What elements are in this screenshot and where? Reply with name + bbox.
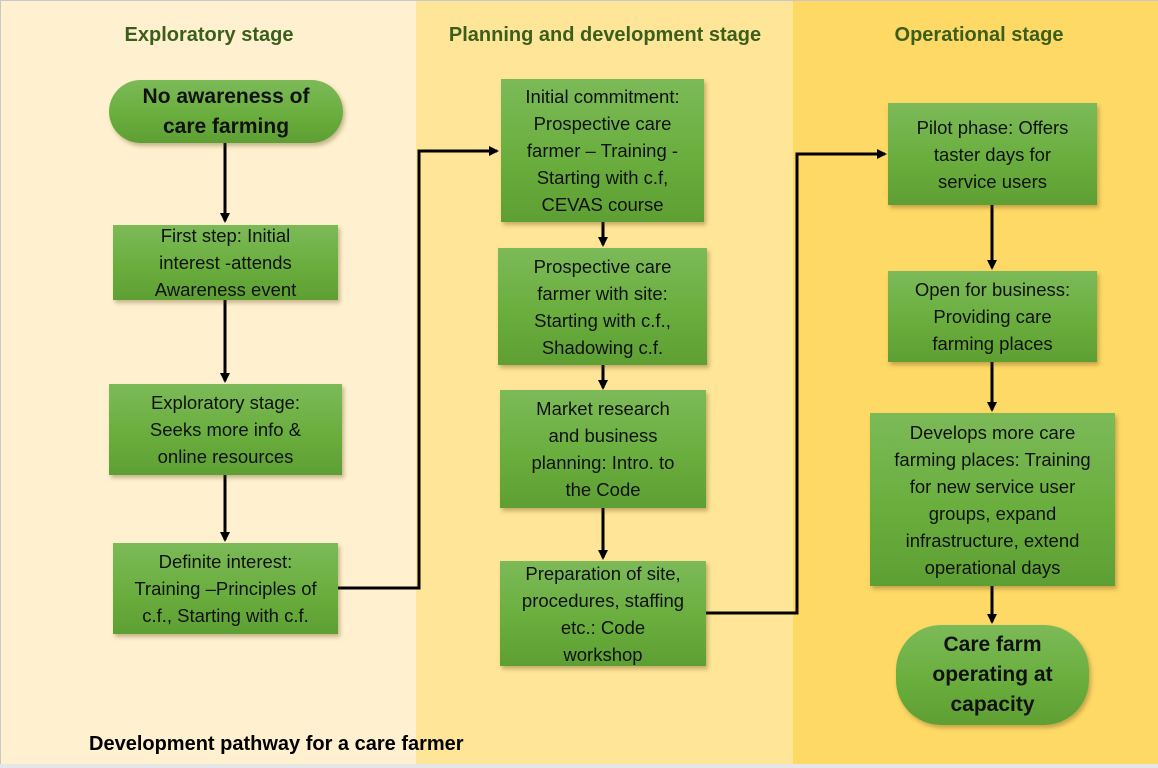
step-initial-commitment: Initial commitment: Prospective care far… [501,79,704,222]
step-label: Market research and business planning: I… [531,398,675,500]
step-open-for-business: Open for business: Providing care farmin… [888,271,1097,362]
step-label: Initial commitment: Prospective care far… [525,86,680,215]
step-develops-more: Develops more care farming places: Train… [870,413,1115,586]
step-label: Definite interest: Training –Principles … [134,551,317,626]
step-label: Develops more care farming places: Train… [894,421,1091,578]
step-pilot-phase: Pilot phase: Offers taster days for serv… [888,103,1097,205]
step-label: Preparation of site, procedures, staffin… [521,562,685,665]
step-no-awareness: No awareness of care farming [109,80,343,143]
step-prospective-with-site: Prospective care farmer with site: Start… [498,248,707,365]
step-label: Exploratory stage: Seeks more info & onl… [149,392,302,467]
step-market-research: Market research and business planning: I… [500,390,706,508]
step-preparation: Preparation of site, procedures, staffin… [500,561,706,666]
stage-title-exploratory: Exploratory stage [124,24,294,46]
step-exploratory: Exploratory stage: Seeks more info & onl… [109,384,342,475]
bottom-border [0,764,1158,768]
step-label: Care farm operating at capacity [932,633,1053,716]
diagram-caption: Development pathway for a care farmer [89,733,464,755]
stage-title-planning: Planning and development stage [448,24,762,46]
step-care-farm-capacity: Care farm operating at capacity [896,625,1089,725]
step-label: First step: Initial interest -attends Aw… [154,225,297,300]
step-label: Open for business: Providing care farmin… [914,279,1071,354]
stage-title-operational: Operational stage [894,24,1064,46]
step-label: Prospective care farmer with site: Start… [533,255,672,358]
step-label: No awareness of care farming [142,84,310,138]
step-definite-interest: Definite interest: Training –Principles … [113,543,338,634]
step-label: Pilot phase: Offers taster days for serv… [916,116,1069,192]
step-first-step: First step: Initial interest -attends Aw… [113,225,338,300]
